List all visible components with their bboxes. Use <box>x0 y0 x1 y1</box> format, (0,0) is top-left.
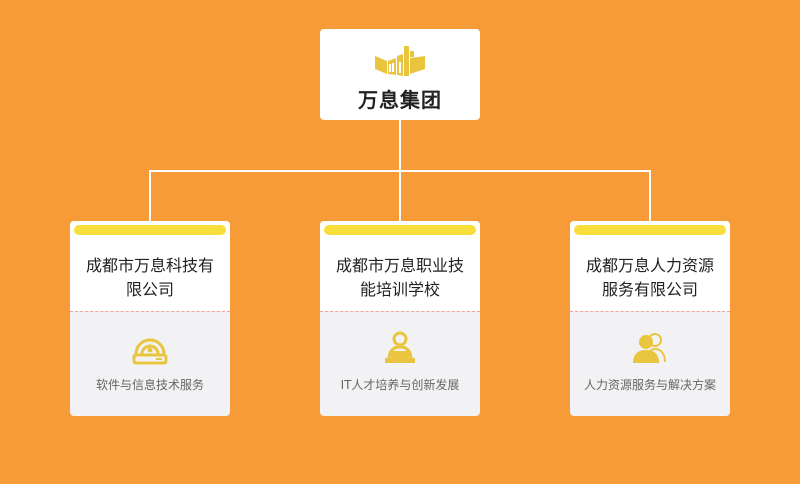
child-name-line1: 成都市万息科技有 <box>85 256 214 275</box>
child-name-line2: 限公司 <box>125 280 174 299</box>
connector-root-down <box>399 120 401 171</box>
accent-bar <box>574 225 726 235</box>
child-name-line2: 服务有限公司 <box>601 280 698 299</box>
child-description: IT人才培养与创新发展 <box>340 378 460 392</box>
dashed-divider <box>70 311 230 312</box>
root-title: 万息集团 <box>358 88 442 112</box>
child-name: 成都万息人力资源 服务有限公司 <box>578 254 722 302</box>
child-header: 成都万息人力资源 服务有限公司 <box>570 221 730 311</box>
users-icon <box>633 333 666 363</box>
child-name-line2: 能培训学校 <box>359 280 440 299</box>
dashed-divider <box>570 311 730 312</box>
child-description: 软件与信息技术服务 <box>95 378 204 392</box>
person-laptop-icon <box>385 331 415 363</box>
accent-bar <box>74 225 226 235</box>
dashed-divider <box>320 311 480 312</box>
child-name-line1: 成都万息人力资源 <box>585 256 714 275</box>
child-description: 人力资源服务与解决方案 <box>583 378 716 392</box>
child-name: 成都市万息科技有 限公司 <box>78 254 222 302</box>
connector-left-down <box>149 170 151 221</box>
child-node-tech: 成都市万息科技有 限公司 软件与信息技术服务 <box>70 221 230 416</box>
child-name-line1: 成都市万息职业技 <box>335 256 464 275</box>
accent-bar <box>324 225 476 235</box>
child-header: 成都市万息职业技 能培训学校 <box>320 221 480 311</box>
connector-right-down <box>649 170 651 221</box>
child-name: 成都市万息职业技 能培训学校 <box>328 254 472 302</box>
child-node-hr: 成都万息人力资源 服务有限公司 人力资源服务与解决方案 <box>570 221 730 416</box>
hard-drive-icon <box>132 338 168 365</box>
child-header: 成都市万息科技有 限公司 <box>70 221 230 311</box>
root-node: 万息集团 <box>320 29 480 120</box>
child-node-school: 成都市万息职业技 能培训学校 IT人才培养与创新发展 <box>320 221 480 416</box>
connector-middle-down <box>399 170 401 221</box>
building-pages-logo-icon <box>375 46 425 76</box>
